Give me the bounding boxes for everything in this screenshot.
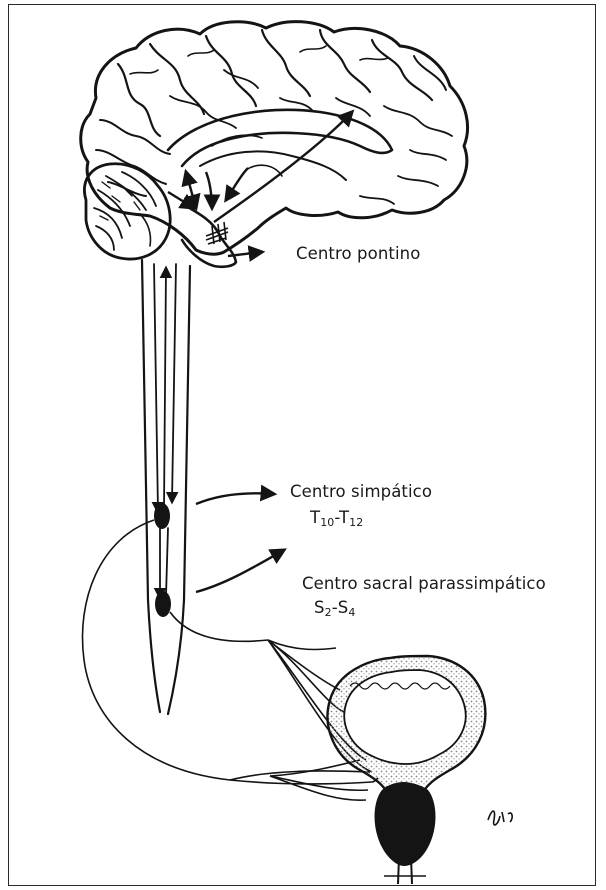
brain-drawing <box>81 22 468 267</box>
brainstem <box>182 206 236 267</box>
label-sympathetic-text: Centro simpático <box>290 482 432 501</box>
label-sacral-level: S2-S4 <box>314 598 355 617</box>
label-sacral-center: Centro sacral parassimpático <box>302 574 546 593</box>
bladder <box>328 656 486 884</box>
sacral-level-b-base: S <box>338 598 349 617</box>
spinal-cord <box>142 260 190 714</box>
artist-signature <box>488 811 512 825</box>
cerebellum <box>84 164 170 259</box>
sacral-level-b-sub: 4 <box>348 606 355 619</box>
label-sacral-text: Centro sacral parassimpático <box>302 574 546 593</box>
level-a-base: T <box>310 508 320 527</box>
label-sympathetic-center: Centro simpático <box>290 482 432 501</box>
sacral-level-a-sub: 2 <box>325 606 332 619</box>
level-b-sub: 12 <box>349 516 363 529</box>
label-pontine-text: Centro pontino <box>296 244 420 263</box>
sacral-level-a-base: S <box>314 598 325 617</box>
sacral-center-node <box>155 591 171 617</box>
cerebrum-outline <box>81 22 468 255</box>
corpus-callosum <box>168 110 392 166</box>
level-a-sub: 10 <box>320 516 334 529</box>
sphincter <box>375 782 436 866</box>
pelvic-nerves <box>82 520 378 800</box>
level-b-base: T <box>339 508 349 527</box>
label-pontine-center: Centro pontino <box>296 244 420 263</box>
label-arrows <box>196 493 284 592</box>
label-sympathetic-level: T10-T12 <box>310 508 363 527</box>
sympathetic-center-node <box>154 503 170 529</box>
